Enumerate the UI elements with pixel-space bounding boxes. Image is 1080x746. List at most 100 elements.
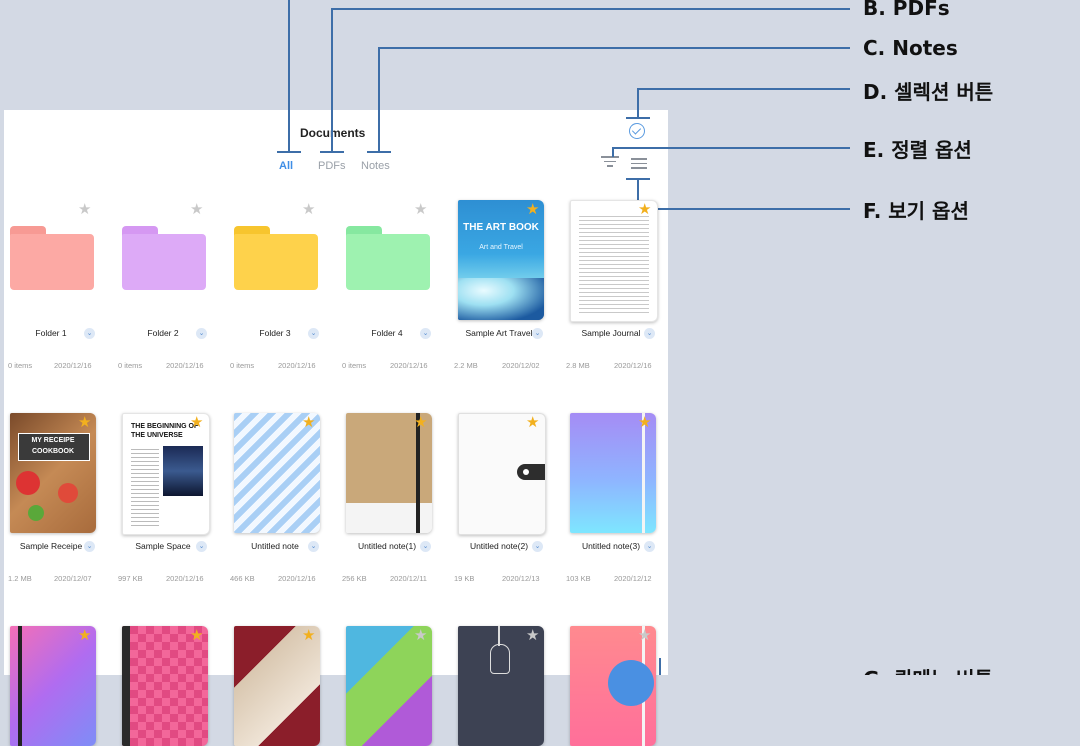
checker-pattern-cover — [122, 626, 208, 746]
callout-line-f-h — [637, 208, 850, 210]
folder-icon — [122, 226, 206, 290]
callout-line-a — [288, 0, 290, 152]
chevron-down-icon[interactable]: ⌄ — [420, 328, 431, 339]
item-date: 2020/12/13 — [502, 574, 540, 583]
documents-panel — [4, 110, 668, 675]
tab-notes[interactable]: Notes — [361, 160, 390, 172]
folder-icon — [346, 226, 430, 290]
chevron-down-icon[interactable]: ⌄ — [532, 328, 543, 339]
star-icon[interactable]: ★ — [638, 201, 652, 218]
star-icon[interactable]: ★ — [190, 201, 204, 218]
chevron-down-icon[interactable]: ⌄ — [532, 541, 543, 552]
chevron-down-icon[interactable]: ⌄ — [196, 328, 207, 339]
chevron-down-icon[interactable]: ⌄ — [644, 328, 655, 339]
sort-options-icon[interactable] — [601, 156, 619, 170]
item-date: 2020/12/16 — [278, 574, 316, 583]
item-date: 2020/12/16 — [390, 361, 428, 370]
triangle-pattern-cover — [10, 626, 96, 746]
tab-pdfs[interactable]: PDFs — [318, 160, 346, 172]
geometric-cover — [346, 626, 432, 746]
callout-line-b-v — [331, 8, 333, 152]
callout-line-d-h — [637, 88, 850, 90]
callout-line-a-cap — [277, 151, 301, 153]
item-name: Untitled note(1) — [357, 541, 417, 551]
callout-line-c-h — [378, 47, 850, 49]
star-icon[interactable]: ★ — [190, 414, 204, 431]
chevron-down-icon[interactable]: ⌄ — [84, 541, 95, 552]
item-size: 2.2 MB — [454, 361, 478, 370]
callout-line-g-v — [659, 658, 661, 675]
star-icon[interactable]: ★ — [414, 414, 428, 431]
item-date: 2020/12/16 — [614, 361, 652, 370]
item-size: 2.8 MB — [566, 361, 590, 370]
quick-menu-button[interactable] — [608, 660, 654, 706]
callout-label-g: G. 퀵메뉴 버튼 — [863, 663, 993, 675]
item-size: 0 items — [342, 361, 367, 370]
cover-title: THE BEGINNING OF THE UNIVERSE — [131, 423, 199, 439]
folder-icon — [234, 226, 318, 290]
callout-line-c-cap — [367, 151, 391, 153]
chevron-down-icon[interactable]: ⌄ — [308, 541, 319, 552]
star-icon[interactable]: ★ — [526, 414, 540, 431]
item-name: Sample Space — [135, 541, 191, 551]
callout-label-d: D. 셀렉션 버튼 — [863, 80, 994, 104]
item-size: 997 KB — [118, 574, 143, 583]
star-icon[interactable]: ★ — [78, 201, 92, 218]
star-icon[interactable]: ★ — [190, 627, 204, 644]
callout-line-f-v — [637, 178, 639, 208]
cover-subtitle: Art and Travel — [479, 244, 523, 251]
tab-all[interactable]: All — [279, 160, 294, 172]
white-notebook-cover — [458, 413, 546, 535]
chevron-down-icon[interactable]: ⌄ — [308, 328, 319, 339]
item-size: 0 items — [230, 361, 255, 370]
star-icon[interactable]: ★ — [302, 414, 316, 431]
star-icon[interactable]: ★ — [78, 627, 92, 644]
item-date: 2020/12/16 — [166, 361, 204, 370]
chevron-down-icon[interactable]: ⌄ — [196, 541, 207, 552]
star-icon[interactable]: ★ — [78, 414, 92, 431]
star-icon[interactable]: ★ — [526, 627, 540, 644]
item-name: Sample Journal — [581, 328, 641, 338]
chevron-down-icon[interactable]: ⌄ — [84, 328, 95, 339]
item-date: 2020/12/11 — [390, 574, 427, 583]
item-date: 2020/12/07 — [54, 574, 92, 583]
star-icon[interactable]: ★ — [638, 627, 652, 644]
callout-line-d-cap — [626, 117, 650, 119]
item-name: Folder 1 — [35, 328, 67, 338]
view-options-icon[interactable] — [629, 158, 647, 170]
item-date: 2020/12/16 — [54, 361, 92, 370]
item-name: Sample Receipe — [19, 541, 83, 551]
cover-title: MY RECEIPE COOKBOOK — [31, 437, 75, 455]
chevron-pattern-cover — [234, 413, 320, 533]
star-icon[interactable]: ★ — [526, 201, 540, 218]
art-book-cover: THE ART BOOK Art and Travel — [458, 200, 544, 320]
item-size: 0 items — [118, 361, 143, 370]
item-name: Untitled note — [251, 541, 299, 551]
callout-line-d-v — [637, 88, 639, 118]
item-name: Folder 4 — [371, 328, 403, 338]
gradient-notebook-cover — [570, 413, 656, 533]
callout-label-c: C. Notes — [863, 36, 958, 60]
item-name: Folder 2 — [147, 328, 179, 338]
star-icon[interactable]: ★ — [414, 201, 428, 218]
star-icon[interactable]: ★ — [302, 627, 316, 644]
star-icon[interactable]: ★ — [302, 201, 316, 218]
folded-paper-cover — [234, 626, 320, 746]
cover-title: THE ART BOOK — [463, 222, 539, 233]
callout-line-e-h — [612, 147, 850, 149]
item-date: 2020/12/02 — [502, 361, 540, 370]
item-size: 466 KB — [230, 574, 255, 583]
star-icon[interactable]: ★ — [638, 414, 652, 431]
chevron-down-icon[interactable]: ⌄ — [644, 541, 655, 552]
journal-cover — [570, 200, 658, 322]
star-icon[interactable]: ★ — [414, 627, 428, 644]
item-size: 256 KB — [342, 574, 367, 583]
callout-label-b: B. PDFs — [863, 0, 950, 20]
item-date: 2020/12/16 — [166, 574, 204, 583]
chevron-down-icon[interactable]: ⌄ — [420, 541, 431, 552]
kraft-notebook-cover — [346, 413, 432, 533]
item-date: 2020/12/12 — [614, 574, 652, 583]
folder-icon — [10, 226, 94, 290]
callout-line-f-cap — [626, 178, 650, 180]
selection-button[interactable] — [629, 123, 645, 139]
